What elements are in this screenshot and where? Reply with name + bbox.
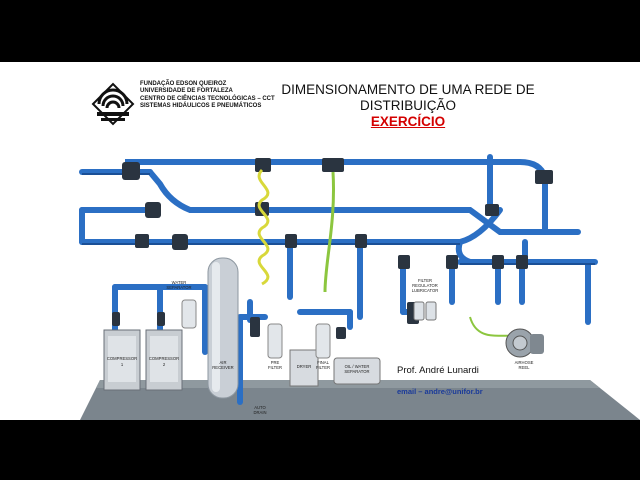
title-line-2: DISTRIBUIÇÃO <box>359 98 456 113</box>
label-frl-1: FILTER <box>418 278 432 283</box>
institution-header: FUNDAÇÃO EDSON QUEIROZ UNIVERSIDADE DE F… <box>140 81 280 111</box>
straight-hose <box>323 171 335 293</box>
label-compressor-2a: COMPRESSOR <box>149 356 179 361</box>
label-auto-drain-2: DRAIN <box>253 410 266 415</box>
label-oil-water-1: OIL / WATER <box>345 364 370 369</box>
dryer <box>289 349 319 387</box>
author-email: email – andre@unifor.br <box>397 387 483 396</box>
label-compressor-1a: COMPRESSOR <box>107 356 137 361</box>
pre-filter <box>267 323 283 359</box>
title-line-1: DIMENSIONAMENTO DE UMA REDE DE <box>281 82 535 97</box>
coiled-hose <box>257 168 270 286</box>
oil-water-separator <box>333 357 381 385</box>
label-air-receiver-2: RECEIVER <box>212 365 233 370</box>
university-logo <box>91 82 135 126</box>
institution-line-2: UNIVERSIDADE DE FORTALEZA <box>140 88 233 95</box>
slide-title: DIMENSIONAMENTO DE UMA REDE DE DISTRIBUI… <box>268 82 548 130</box>
label-oil-water-2: SEPARATOR <box>344 369 369 374</box>
label-air-receiver-1: AIR <box>220 360 227 365</box>
water-separator <box>181 299 197 329</box>
author-name: Prof. André Lunardi <box>397 365 479 376</box>
institution-line-3: CENTRO DE CIÊNCIAS TECNOLÓGICAS – CCT <box>140 95 275 102</box>
compressor-1 <box>103 329 141 391</box>
slide: WATER SEPARATOR COMPRESSOR 1 COMPRESSOR … <box>0 62 640 420</box>
final-filter <box>315 323 331 359</box>
label-pre-filter-1: PRE <box>271 360 280 365</box>
label-pre-filter-2: FILTER <box>268 365 282 370</box>
label-water-separator-1: WATER <box>172 280 187 285</box>
label-water-separator-2: SEPARATOR <box>166 285 191 290</box>
compressor-2 <box>145 329 183 391</box>
label-frl-3: LUBRICATOR <box>412 288 439 293</box>
label-final-filter-1: FINAL <box>317 360 330 365</box>
label-auto-drain-1: AUTO <box>254 405 266 410</box>
exercise-subtitle: EXERCÍCIO <box>370 114 446 129</box>
compressed-air-network-diagram: WATER SEPARATOR COMPRESSOR 1 COMPRESSOR … <box>79 154 640 420</box>
label-dryer: DRYER <box>297 364 312 369</box>
filter-regulator-lubricator <box>413 301 437 321</box>
air-receiver-tank <box>207 257 239 399</box>
label-compressor-2b: 2 <box>163 362 166 367</box>
label-airhose-reel-1: AIRHOSE <box>515 360 534 365</box>
label-airhose-reel-2: REEL <box>519 365 531 370</box>
label-final-filter-2: FILTER <box>316 365 330 370</box>
airhose-reel <box>505 328 544 358</box>
institution-line-1: FUNDAÇÃO EDSON QUEIROZ <box>140 81 227 87</box>
label-compressor-1b: 1 <box>121 362 124 367</box>
institution-line-4: SISTEMAS HIDÁULICOS E PNEUMÁTICOS <box>140 103 262 110</box>
label-frl-2: REGULATOR <box>412 283 438 288</box>
